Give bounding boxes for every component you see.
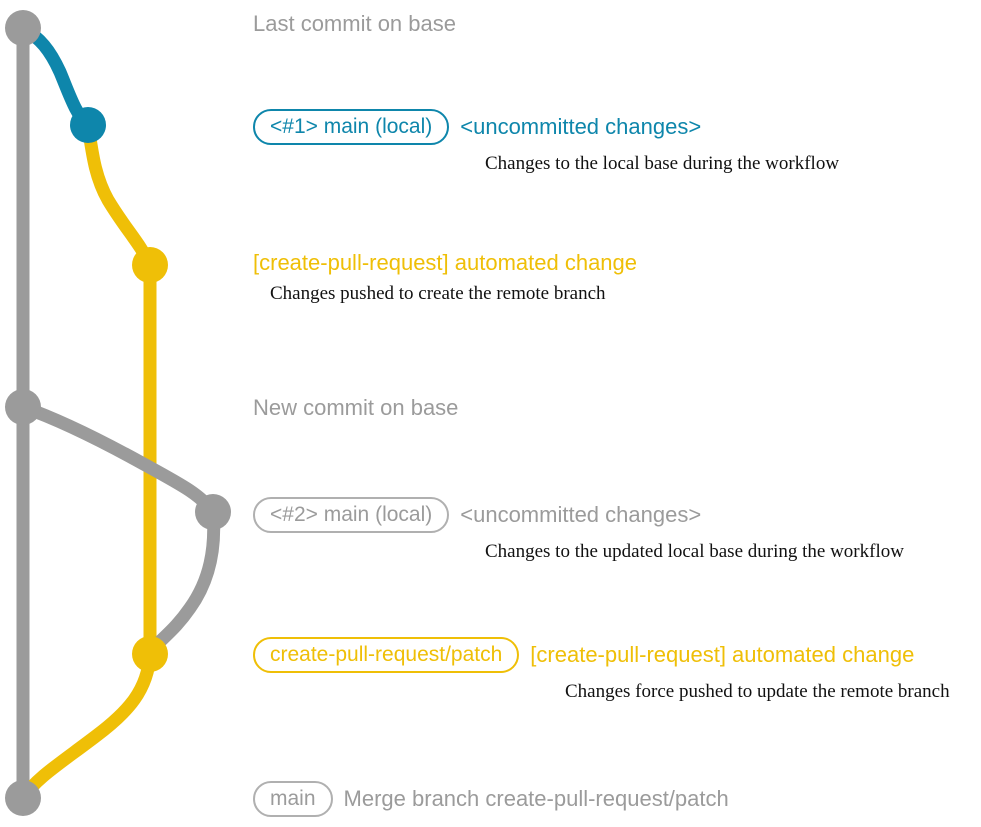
branch-ref-pill-patch[interactable]: create-pull-request/patch	[253, 637, 520, 673]
commit-subject: Merge branch create-pull-request/patch	[343, 785, 729, 811]
commit-headline: Last commit on base	[253, 11, 456, 36]
commit-node-local-1[interactable]	[70, 107, 106, 143]
commit-subject: <uncommitted changes>	[460, 501, 702, 527]
commit-row-main-line: [create-pull-request] automated change	[253, 250, 638, 275]
commit-row-main-line: New commit on base	[253, 395, 459, 420]
commit-graph	[5, 10, 231, 816]
commit-row-local-main-2: <#2> main (local) <uncommitted changes> …	[253, 497, 904, 563]
commit-row-main-line: <#2> main (local) <uncommitted changes>	[253, 497, 904, 533]
commit-row-main-line: create-pull-request/patch [create-pull-r…	[253, 637, 950, 673]
commit-node-merge[interactable]	[5, 780, 41, 816]
branch-ref-pill-main[interactable]: main	[253, 781, 333, 817]
commit-row-main-line: main Merge branch create-pull-request/pa…	[253, 781, 729, 817]
commit-node-patch-1[interactable]	[132, 247, 168, 283]
commit-note: Changes to the local base during the wor…	[485, 153, 840, 174]
commit-subject: [create-pull-request] automated change	[530, 641, 915, 667]
branch-ref-pill-local-main-2[interactable]: <#2> main (local)	[253, 497, 450, 533]
commit-note: Changes force pushed to update the remot…	[565, 681, 950, 702]
commit-nodes	[5, 10, 231, 816]
commit-row-main-line: Last commit on base	[253, 11, 456, 36]
commit-row-automated-change-update: create-pull-request/patch [create-pull-r…	[253, 637, 950, 703]
commit-node-local-2[interactable]	[195, 494, 231, 530]
commit-node-base-head[interactable]	[5, 10, 41, 46]
commit-row-merge-commit: main Merge branch create-pull-request/pa…	[253, 781, 729, 817]
patch-merge-edge	[16, 647, 157, 805]
commit-note: Changes to the updated local base during…	[485, 541, 904, 562]
base-detour-edge-in	[16, 400, 220, 519]
base-detour-edge-out	[143, 505, 221, 661]
commit-note: Changes pushed to create the remote bran…	[270, 283, 606, 305]
commit-row-local-main-1: <#1> main (local) <uncommitted changes> …	[253, 109, 839, 175]
commit-node-patch-2[interactable]	[132, 636, 168, 672]
commit-subject: [create-pull-request] automated change	[253, 250, 638, 275]
commit-row-automated-change-create: [create-pull-request] automated change C…	[253, 250, 638, 305]
patch-branch-edge-1	[81, 118, 157, 272]
commit-subject: <uncommitted changes>	[460, 113, 702, 139]
branch-ref-pill-local-main-1[interactable]: <#1> main (local)	[253, 109, 450, 145]
commit-row-last-commit-on-base: Last commit on base	[253, 11, 456, 36]
commit-headline: New commit on base	[253, 395, 459, 420]
commit-node-base-new[interactable]	[5, 389, 41, 425]
commit-row-main-line: <#1> main (local) <uncommitted changes>	[253, 109, 839, 145]
commit-row-new-commit-on-base: New commit on base	[253, 395, 459, 420]
